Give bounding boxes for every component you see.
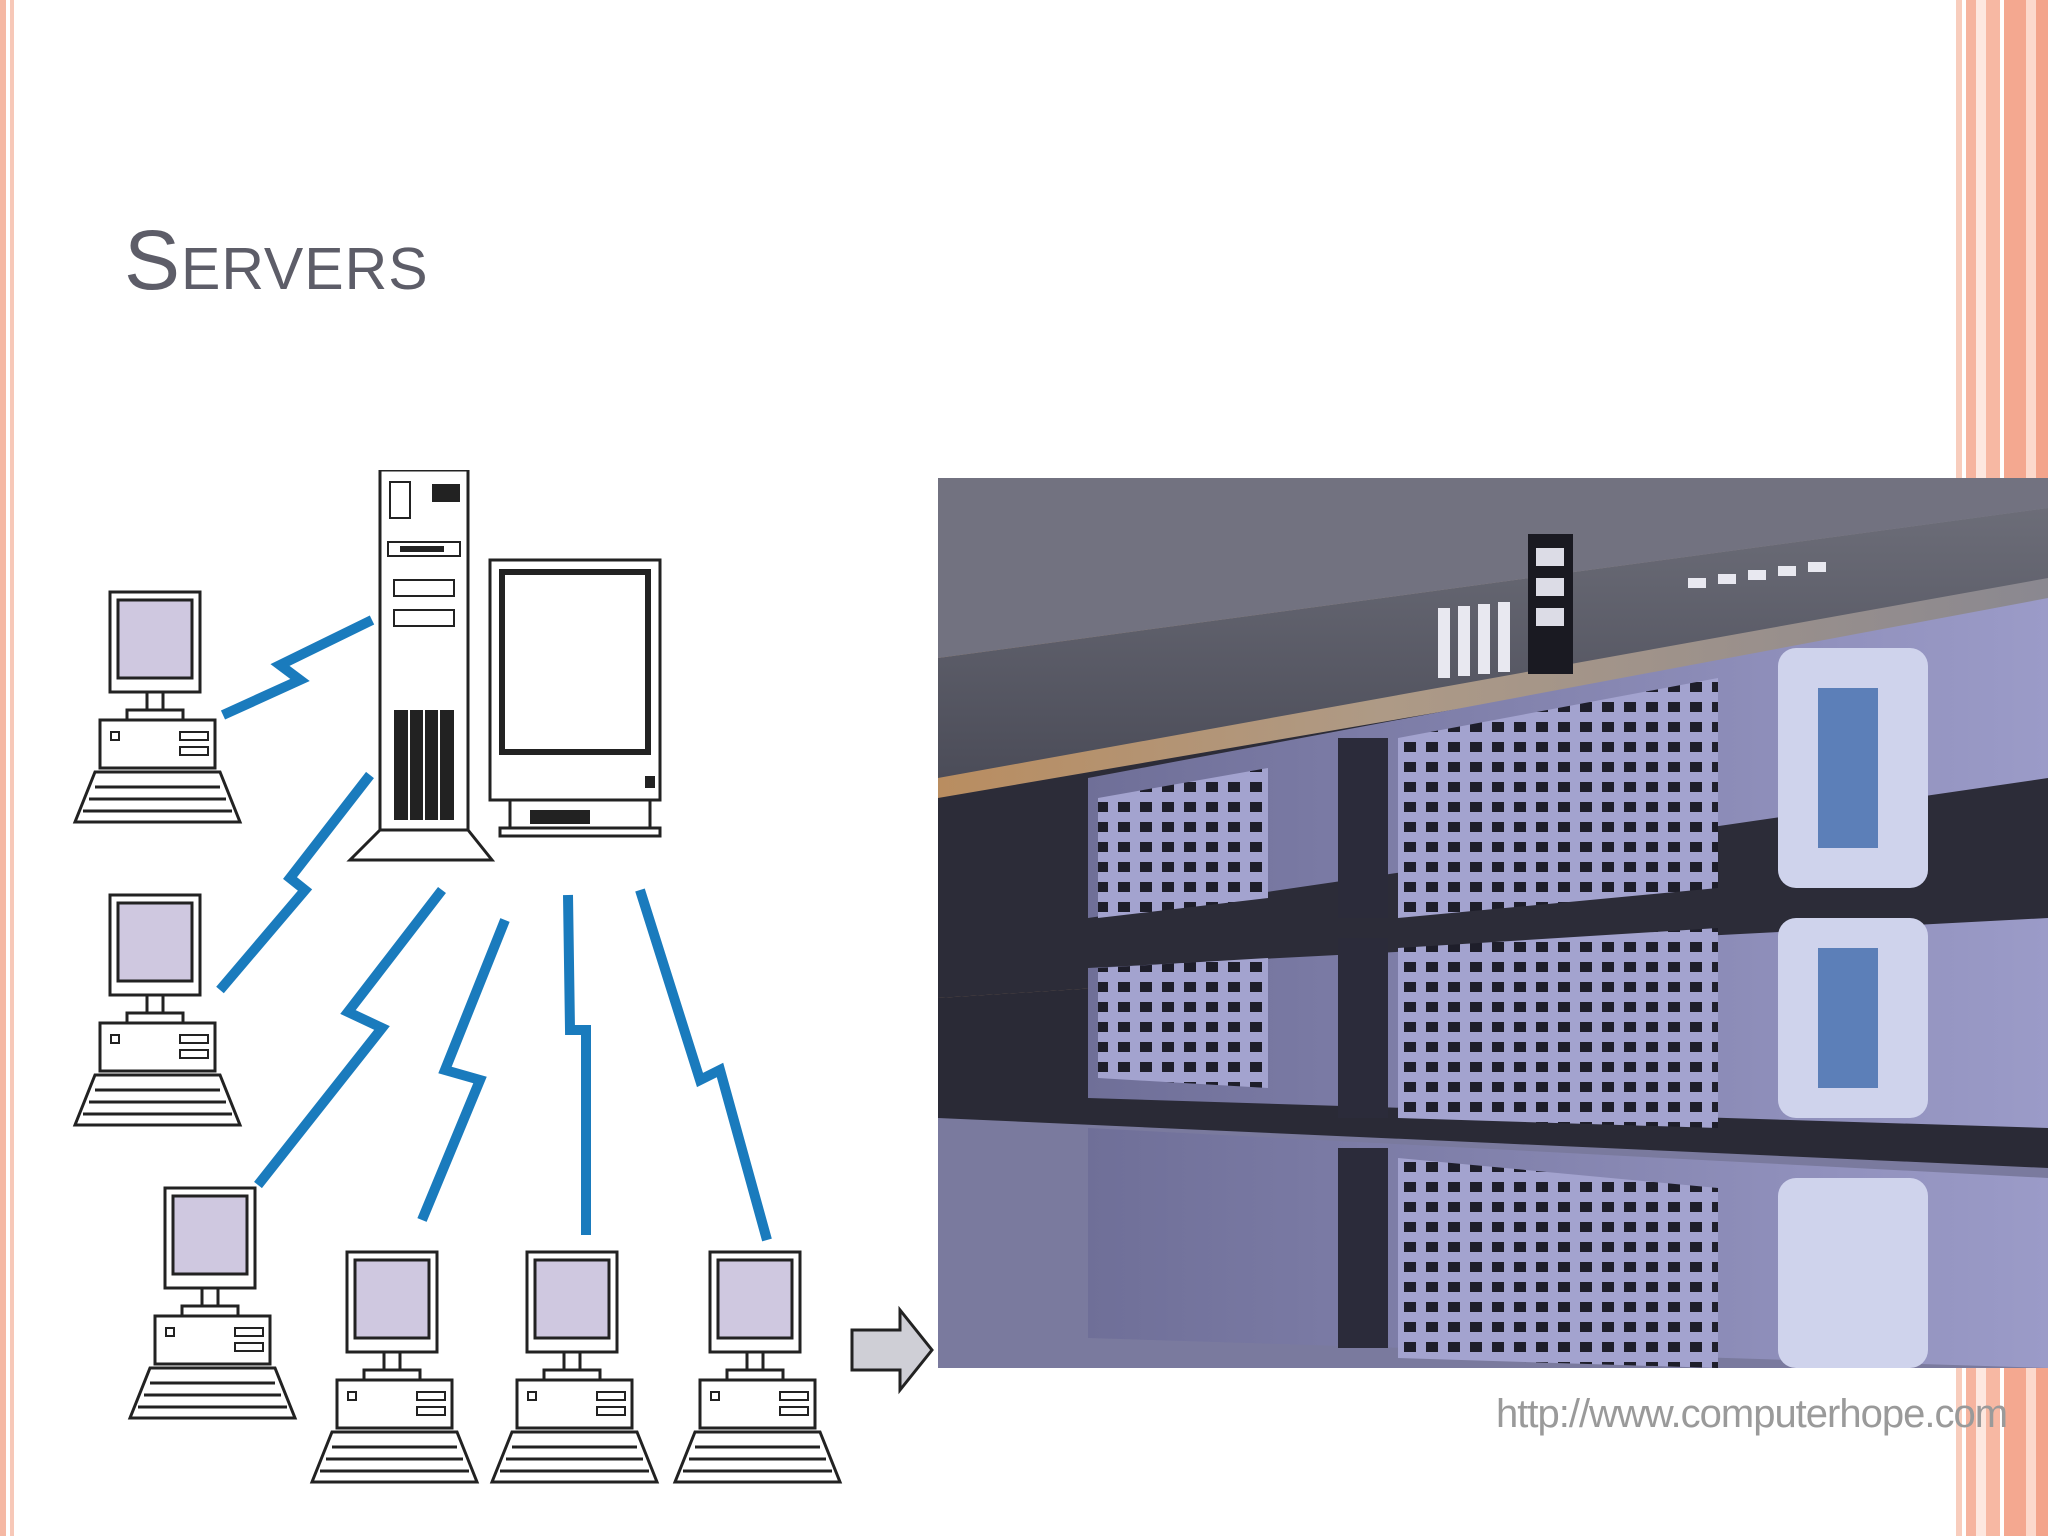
desktop-computer-icon [673, 1250, 842, 1484]
rack-server-photo [938, 478, 2048, 1368]
desktop-computer-icon [128, 1186, 297, 1420]
network-diagram [73, 470, 934, 1484]
tower-server-icon [346, 470, 496, 862]
desktop-computer-icon [490, 1250, 659, 1484]
left-decorative-border [0, 0, 22, 1536]
desktop-computer-icon [310, 1250, 479, 1484]
lightning-link-icon [216, 615, 772, 1242]
server-monitor-icon [488, 558, 662, 838]
desktop-computer-icon [73, 590, 242, 824]
desktop-computer-icon [73, 893, 242, 1127]
right-arrow-icon [850, 1305, 934, 1395]
slide-title: Servers [124, 213, 429, 307]
image-credit: http://www.computerhope.com [1496, 1392, 2008, 1436]
